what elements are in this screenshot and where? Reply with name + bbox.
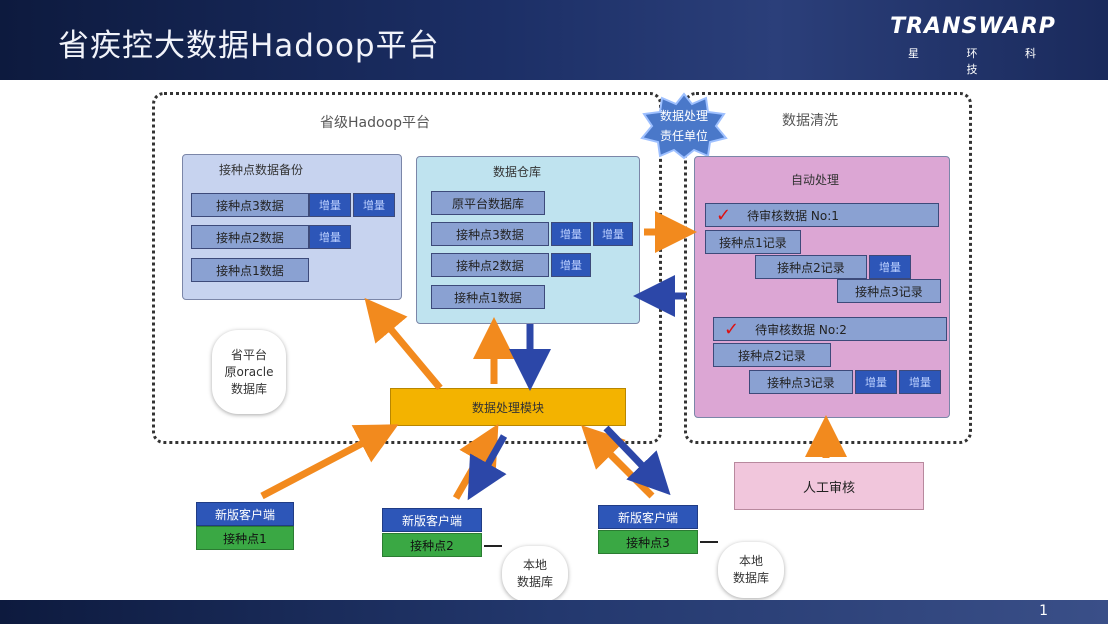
- brand-subtitle: 星 环 科 技: [908, 47, 1058, 76]
- badge-shape: [640, 92, 728, 160]
- backup-title: 接种点数据备份: [219, 163, 304, 177]
- client-3-app: 新版客户端: [598, 505, 698, 529]
- increment-badge: 增量: [309, 225, 351, 249]
- record-row: 接种点1记录: [705, 230, 801, 254]
- footer-bar: 1: [0, 600, 1108, 624]
- hadoop-platform-label: 省级Hadoop平台: [320, 115, 431, 131]
- client-1-site: 接种点1: [196, 526, 294, 550]
- client-1-app: 新版客户端: [196, 502, 294, 526]
- arrow-client1-up: [260, 424, 399, 500]
- responsible-unit-badge: 数据处理 责任单位: [640, 92, 728, 160]
- brand-logo: TRANSWARP 星 环 科 技: [868, 14, 1078, 76]
- oracle-db-line-3: 数据库: [230, 381, 267, 396]
- pending-review-2: ✓ 待审核数据 No:2: [713, 317, 947, 341]
- increment-badge: 增量: [899, 370, 941, 394]
- auto-process-panel: 自动处理 ✓ 待审核数据 No:1 接种点1记录 接种点2记录 增量 接种点3记…: [694, 156, 950, 418]
- warehouse-panel: 数据仓库 原平台数据库 接种点3数据 增量 增量 接种点2数据 增量 接种点1数…: [416, 156, 640, 324]
- record-row: 接种点3记录: [837, 279, 941, 303]
- oracle-database: 省平台 原oracle 数据库: [212, 330, 286, 414]
- data-processing-module: 数据处理模块: [390, 388, 626, 426]
- record-row: 接种点2记录: [755, 255, 867, 279]
- page-title: 省疾控大数据Hadoop平台: [58, 28, 440, 64]
- local-db-line-2: 数据库: [516, 575, 553, 589]
- check-icon: ✓: [724, 318, 740, 340]
- warehouse-row-3: 接种点3数据: [431, 222, 549, 246]
- data-cleaning-label: 数据清洗: [782, 113, 838, 129]
- record-row: 接种点3记录: [749, 370, 853, 394]
- brand-name: TRANSWARP: [890, 14, 1056, 39]
- increment-badge: 增量: [551, 253, 591, 277]
- increment-badge: 增量: [309, 193, 351, 217]
- increment-badge: 增量: [855, 370, 897, 394]
- pending-review-2-label: 待审核数据 No:2: [755, 322, 847, 337]
- oracle-db-line-1: 省平台: [230, 347, 267, 362]
- arrow-client2-down: [467, 434, 508, 501]
- local-database: 本地 数据库: [718, 542, 784, 598]
- backup-row-1: 接种点1数据: [191, 258, 309, 282]
- warehouse-title: 数据仓库: [493, 165, 542, 179]
- client-2-app: 新版客户端: [382, 508, 482, 532]
- increment-badge: 增量: [869, 255, 911, 279]
- increment-badge: 增量: [551, 222, 591, 246]
- backup-panel: 接种点数据备份 接种点3数据 增量 增量 接种点2数据 增量 接种点1数据: [182, 154, 402, 300]
- hadoop-platform-region: [152, 92, 662, 444]
- client-3-site: 接种点3: [598, 530, 698, 554]
- local-db-line-1: 本地: [738, 554, 763, 568]
- arrow-to-backup: [364, 297, 443, 391]
- backup-row-2: 接种点2数据: [191, 225, 309, 249]
- warehouse-row-2: 接种点2数据: [431, 253, 549, 277]
- pending-review-1: ✓ 待审核数据 No:1: [705, 203, 939, 227]
- badge-line-2: 责任单位: [659, 129, 708, 143]
- backup-row-3: 接种点3数据: [191, 193, 309, 217]
- badge-line-1: 数据处理: [659, 109, 708, 123]
- pending-review-1-label: 待审核数据 No:1: [747, 208, 839, 223]
- check-icon: ✓: [716, 204, 732, 226]
- warehouse-row-origin: 原平台数据库: [431, 191, 545, 215]
- increment-badge: 增量: [593, 222, 633, 246]
- oracle-db-line-2: 原oracle: [224, 364, 274, 379]
- warehouse-row-1: 接种点1数据: [431, 285, 545, 309]
- client-2-site: 接种点2: [382, 533, 482, 557]
- page-number: 1: [1039, 603, 1048, 619]
- local-db-line-1: 本地: [522, 558, 547, 572]
- header-bar: 省疾控大数据Hadoop平台 TRANSWARP 星 环 科 技: [0, 0, 1108, 80]
- record-row: 接种点2记录: [713, 343, 831, 367]
- auto-process-title: 自动处理: [791, 173, 840, 187]
- local-database: 本地 数据库: [502, 546, 568, 602]
- local-db-line-2: 数据库: [732, 571, 769, 585]
- increment-badge: 增量: [353, 193, 395, 217]
- manual-review-box: 人工审核: [734, 462, 924, 510]
- arrow-client3-down: [603, 425, 671, 496]
